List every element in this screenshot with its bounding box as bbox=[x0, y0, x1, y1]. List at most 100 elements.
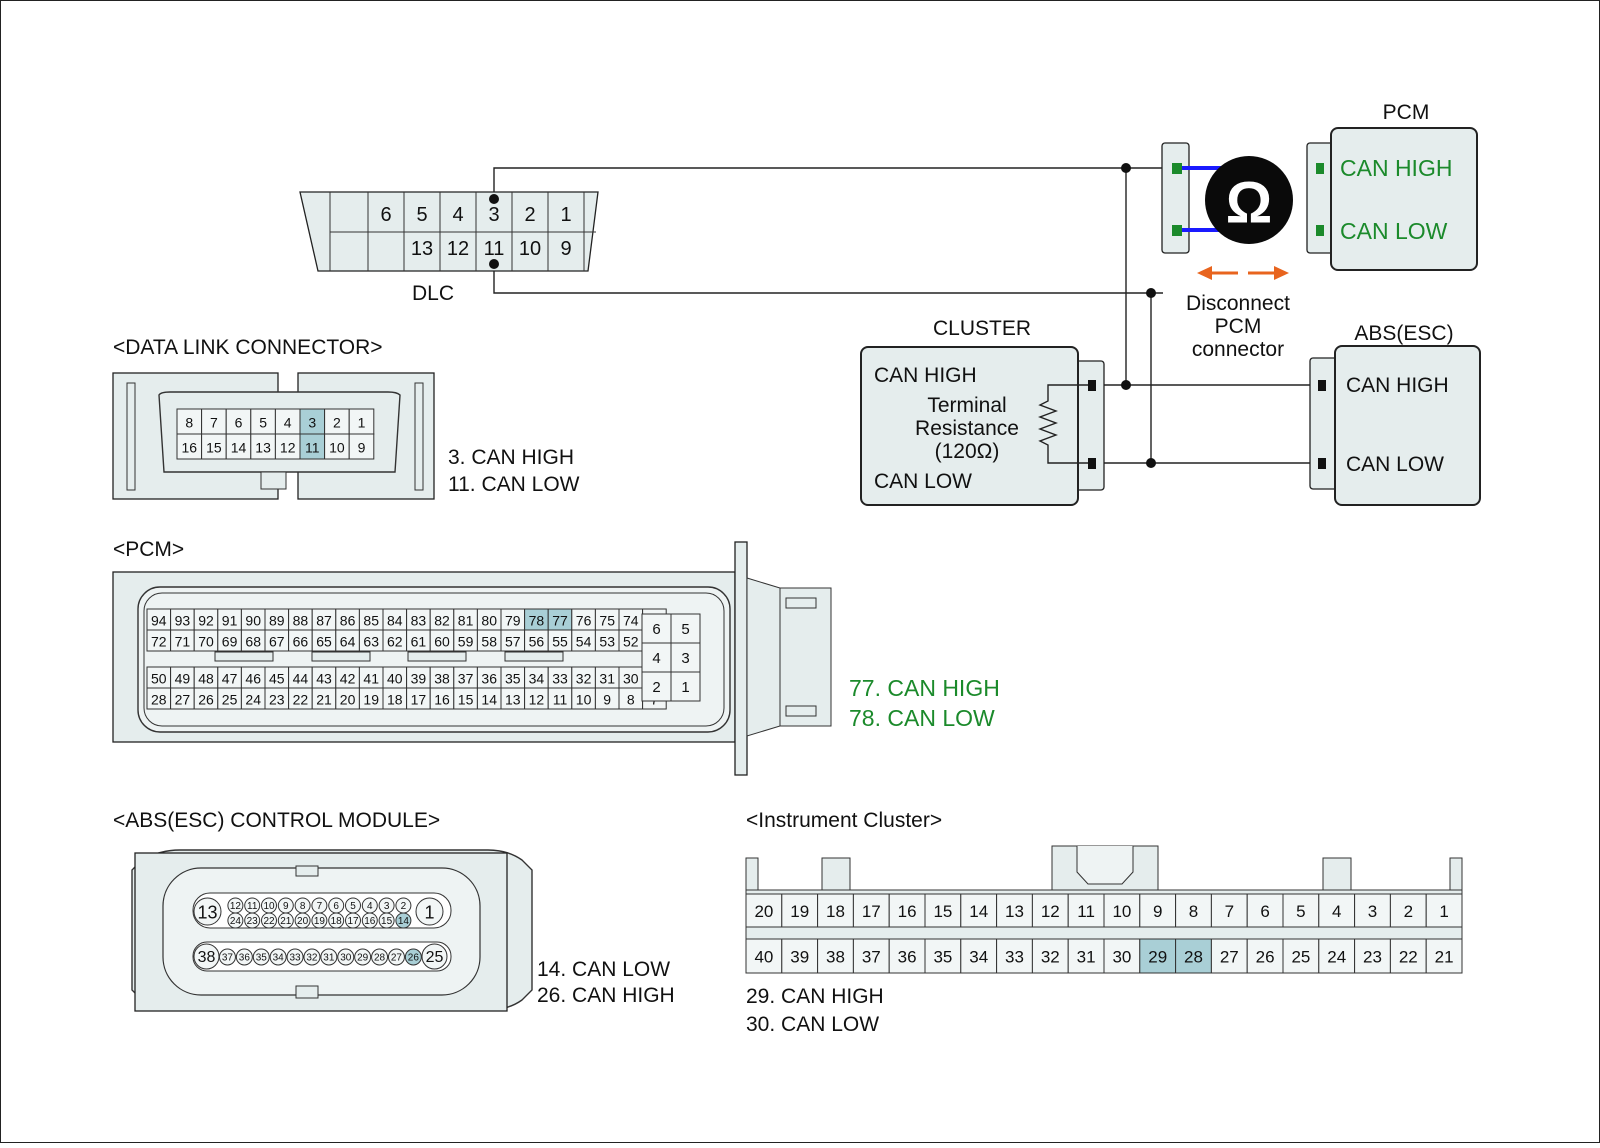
svg-text:65: 65 bbox=[316, 634, 332, 650]
svg-text:35: 35 bbox=[256, 953, 268, 964]
abs-block: ABS(ESC) CAN HIGH CAN LOW bbox=[1309, 322, 1481, 506]
svg-text:10: 10 bbox=[576, 692, 592, 708]
abs-pin: 25 bbox=[421, 943, 448, 970]
pcm-pin: 38 bbox=[429, 666, 455, 689]
svg-text:35: 35 bbox=[505, 671, 521, 687]
cluster-pin: 29 bbox=[1139, 938, 1177, 974]
svg-text:67: 67 bbox=[269, 634, 285, 650]
svg-text:19: 19 bbox=[363, 692, 379, 708]
svg-text:28: 28 bbox=[1184, 948, 1203, 967]
pcm-pin: 52 bbox=[618, 629, 644, 652]
pcm-pin: 37 bbox=[453, 666, 478, 689]
cluster-pin: 40 bbox=[745, 938, 783, 974]
pcm-pin: 1 bbox=[670, 671, 701, 702]
pcm-pin: 70 bbox=[193, 629, 219, 652]
pcm-pin: 33 bbox=[547, 666, 573, 689]
svg-text:41: 41 bbox=[363, 671, 379, 687]
cluster-pin: 1 bbox=[1425, 893, 1463, 928]
pcm-key-slot bbox=[407, 651, 467, 662]
dlc-note-high: 3. CAN HIGH bbox=[448, 446, 574, 469]
pcm-pin: 62 bbox=[382, 629, 408, 652]
abs-pin: 2 bbox=[395, 897, 412, 914]
dlc-detail-pin: 2 bbox=[324, 408, 350, 435]
pcm-key-slot bbox=[214, 651, 274, 662]
cluster-can-high: CAN HIGH bbox=[874, 364, 977, 387]
pcm-title: PCM bbox=[1383, 101, 1430, 124]
svg-text:38: 38 bbox=[826, 948, 845, 967]
svg-text:39: 39 bbox=[790, 948, 809, 967]
pcm-pin: 36 bbox=[476, 666, 502, 689]
svg-text:85: 85 bbox=[363, 613, 379, 629]
cluster-pin: 36 bbox=[888, 938, 926, 974]
svg-text:34: 34 bbox=[969, 948, 988, 967]
abs-can-low: CAN LOW bbox=[1346, 453, 1444, 476]
cluster-pin: 32 bbox=[1031, 938, 1069, 974]
dlc-pin: 2 bbox=[524, 204, 535, 226]
pcm-pin: 61 bbox=[406, 629, 431, 652]
abs-pin: 32 bbox=[303, 948, 321, 966]
svg-text:9: 9 bbox=[603, 692, 611, 708]
svg-text:78: 78 bbox=[529, 613, 545, 629]
svg-text:1: 1 bbox=[424, 903, 434, 923]
svg-text:10: 10 bbox=[329, 440, 345, 456]
pcm-pin: 16 bbox=[429, 687, 455, 710]
svg-text:15: 15 bbox=[381, 916, 393, 927]
svg-text:80: 80 bbox=[481, 613, 497, 629]
svg-text:72: 72 bbox=[151, 634, 167, 650]
dlc-detail-pin: 14 bbox=[225, 433, 252, 460]
svg-text:4: 4 bbox=[652, 650, 660, 667]
svg-text:35: 35 bbox=[933, 948, 952, 967]
junction-dot bbox=[1146, 458, 1156, 468]
svg-text:89: 89 bbox=[269, 613, 285, 629]
dlc-pin: 9 bbox=[560, 238, 571, 260]
cluster-pin: 27 bbox=[1210, 938, 1248, 974]
svg-text:15: 15 bbox=[458, 692, 474, 708]
pcm-pin: 28 bbox=[146, 687, 172, 710]
abs-pin: 7 bbox=[311, 897, 328, 914]
pcm-pin: 78 bbox=[524, 608, 549, 631]
pcm-pin: 41 bbox=[358, 666, 384, 689]
abs-pin: 23 bbox=[244, 912, 261, 929]
disconnect-note-line2: PCM bbox=[1215, 315, 1262, 338]
svg-text:18: 18 bbox=[331, 916, 343, 927]
pcm-pin: 55 bbox=[547, 629, 573, 652]
cluster-pin: 28 bbox=[1175, 938, 1212, 974]
abs-pin: 4 bbox=[361, 897, 378, 914]
dlc-note-low: 11. CAN LOW bbox=[448, 473, 580, 496]
cluster-pin: 24 bbox=[1318, 938, 1356, 974]
svg-text:64: 64 bbox=[340, 634, 356, 650]
abs-pin: 31 bbox=[320, 948, 338, 966]
svg-text:17: 17 bbox=[347, 916, 359, 927]
svg-text:10: 10 bbox=[263, 901, 275, 912]
svg-text:3: 3 bbox=[308, 415, 316, 431]
abs-pin: 1 bbox=[415, 897, 444, 926]
svg-text:91: 91 bbox=[222, 613, 238, 629]
svg-text:10: 10 bbox=[1112, 902, 1131, 921]
abs-pin: 17 bbox=[345, 912, 361, 929]
cluster-pin: 34 bbox=[960, 938, 998, 974]
svg-text:13: 13 bbox=[1005, 902, 1024, 921]
svg-text:4: 4 bbox=[284, 415, 292, 431]
svg-text:9: 9 bbox=[358, 440, 366, 456]
pcm-key-slot bbox=[504, 651, 564, 662]
pcm-pin: 79 bbox=[500, 608, 526, 631]
wire-can-high bbox=[493, 167, 1163, 199]
abs-pin: 35 bbox=[252, 948, 270, 966]
svg-text:74: 74 bbox=[623, 613, 639, 629]
cluster-pin: 12 bbox=[1031, 893, 1069, 928]
pcm-pin: 50 bbox=[146, 666, 172, 689]
dlc-detail-pin: 5 bbox=[250, 408, 276, 435]
svg-text:8: 8 bbox=[300, 901, 306, 912]
svg-text:46: 46 bbox=[245, 671, 261, 687]
abs-pin: 16 bbox=[361, 912, 378, 929]
cluster-pin: 2 bbox=[1389, 893, 1427, 928]
pcm-pin: 47 bbox=[217, 666, 242, 689]
cluster-pin: 38 bbox=[817, 938, 854, 974]
pcm-pin: 9 bbox=[594, 687, 620, 710]
cluster-pin: 13 bbox=[996, 893, 1033, 928]
svg-text:21: 21 bbox=[1435, 948, 1454, 967]
svg-text:79: 79 bbox=[505, 613, 521, 629]
svg-text:21: 21 bbox=[316, 692, 332, 708]
